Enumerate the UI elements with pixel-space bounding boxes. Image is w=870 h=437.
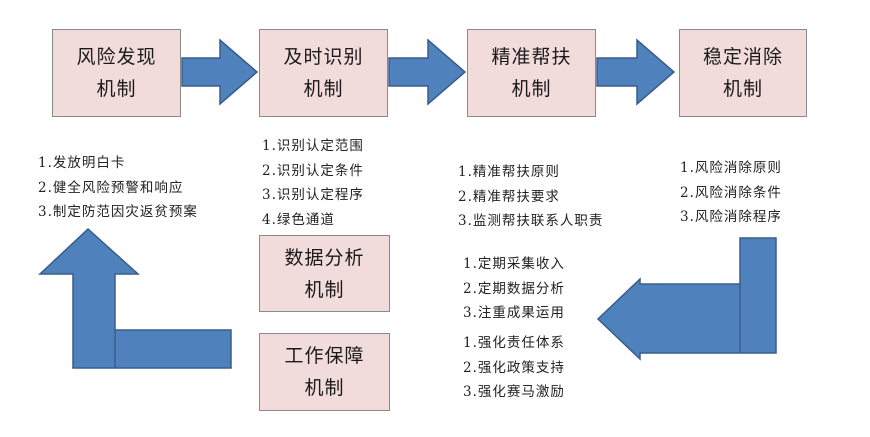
list-item: 3.风险消除程序 [680, 209, 782, 225]
box-work-guarantee: 工作保障 机制 [259, 333, 390, 411]
list-item: 3.制定防范因灾返贫预案 [38, 204, 198, 220]
list-item: 2.精准帮扶要求 [458, 188, 560, 205]
box-data-analysis-title: 数据分析 [284, 246, 365, 269]
list-risk-discovery: 1.发放明白卡 2.健全风险预警和响应 3.制定防范因灾返贫预案 [38, 151, 198, 225]
list-elimination: 1.风险消除原则 2.风险消除条件 3.风险消除程序 [680, 156, 782, 230]
list-item: 3.监测帮扶联系人职责 [458, 213, 604, 229]
list-item: 1.风险消除原则 [680, 160, 782, 176]
list-item: 4.绿色通道 [262, 211, 335, 228]
box-stable-elimination-subtitle: 机制 [722, 78, 763, 100]
list-item: 1.强化责任体系 [463, 335, 565, 351]
box-data-analysis: 数据分析 机制 [259, 235, 390, 312]
list-item: 2.识别认定条件 [262, 162, 364, 179]
box-work-guarantee-title: 工作保障 [284, 345, 365, 367]
list-item: 2.风险消除条件 [680, 184, 782, 201]
list-item: 1.精准帮扶原则 [458, 164, 560, 180]
box-risk-discovery-title: 风险发现 [76, 46, 157, 68]
box-precise-assistance-title: 精准帮扶 [491, 46, 572, 68]
list-item: 3.识别认定程序 [262, 187, 364, 203]
box-stable-elimination-title: 稳定消除 [702, 46, 783, 68]
box-data-analysis-subtitle: 机制 [304, 278, 345, 301]
box-timely-identification-title: 及时识别 [283, 46, 364, 68]
list-item: 2.定期数据分析 [463, 280, 565, 297]
box-stable-elimination: 稳定消除 机制 [679, 29, 807, 117]
box-risk-discovery: 风险发现 机制 [52, 29, 181, 117]
list-assistance: 1.精准帮扶原则 2.精准帮扶要求 3.监测帮扶联系人职责 [458, 160, 603, 234]
arrow-identification-to-assistance [388, 38, 467, 106]
list-data-analysis: 1.定期采集收入 2.定期数据分析 3.注重成果运用 [463, 252, 565, 326]
list-work-guarantee: 1.强化责任体系 2.强化政策支持 3.强化赛马激励 [463, 331, 565, 405]
box-work-guarantee-subtitle: 机制 [304, 377, 345, 399]
list-item: 1.识别认定范围 [262, 138, 364, 154]
list-identification: 1.识别认定范围 2.识别认定条件 3.识别认定程序 4.绿色通道 [262, 134, 364, 232]
box-timely-identification-subtitle: 机制 [303, 78, 344, 100]
list-item: 1.定期采集收入 [463, 256, 565, 272]
box-precise-assistance: 精准帮扶 机制 [467, 29, 596, 117]
list-item: 2.健全风险预警和响应 [38, 179, 184, 196]
arrow-return-to-discovery [38, 227, 232, 369]
list-item: 3.强化赛马激励 [463, 384, 565, 400]
box-risk-discovery-subtitle: 机制 [96, 78, 137, 100]
arrow-assistance-to-elimination [596, 38, 676, 106]
list-item: 3.注重成果运用 [463, 305, 565, 321]
box-precise-assistance-subtitle: 机制 [511, 78, 552, 100]
arrow-discovery-to-identification [181, 38, 259, 106]
list-item: 2.强化政策支持 [463, 359, 565, 376]
list-item: 1.发放明白卡 [38, 155, 126, 171]
arrow-elimination-return [596, 237, 777, 361]
box-timely-identification: 及时识别 机制 [259, 29, 388, 117]
